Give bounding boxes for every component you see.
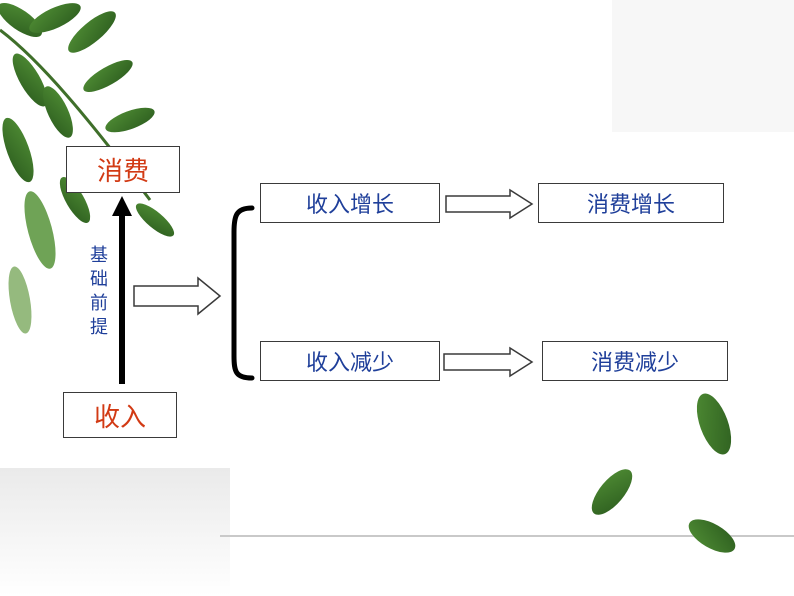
income-growth-label: 收入增长 [305,193,394,218]
watermark-patch [612,0,794,132]
income-box: 收入 [63,392,177,438]
curly-bracket [231,205,255,381]
consumption-box: 消费 [66,146,180,193]
consumption-decline-label: 消费减少 [590,351,679,376]
foundation-label: 基 础 前 提 [84,244,114,340]
income-label: 收入 [93,402,146,433]
consumption-growth-label: 消费增长 [586,193,675,218]
consumption-label: 消费 [96,157,149,187]
hollow-arrow-decline [443,346,534,378]
income-decline-label: 收入减少 [305,351,394,376]
fern-decoration [0,2,175,334]
consumption-growth-box: 消费增长 [538,183,724,223]
consumption-decline-box: 消费减少 [542,341,728,381]
hollow-arrow-growth [445,188,534,220]
foundation-char-2: 础 [90,269,108,290]
income-decline-box: 收入减少 [260,341,440,381]
foundation-char-3: 前 [90,293,108,314]
income-growth-box: 收入增长 [260,183,440,223]
foundation-arrow [112,196,132,384]
ground-shadow [0,468,230,596]
foundation-char-1: 基 [90,245,108,266]
foundation-char-4: 提 [90,317,108,338]
falling-leaves [591,393,736,553]
hollow-arrow-main [133,276,222,316]
